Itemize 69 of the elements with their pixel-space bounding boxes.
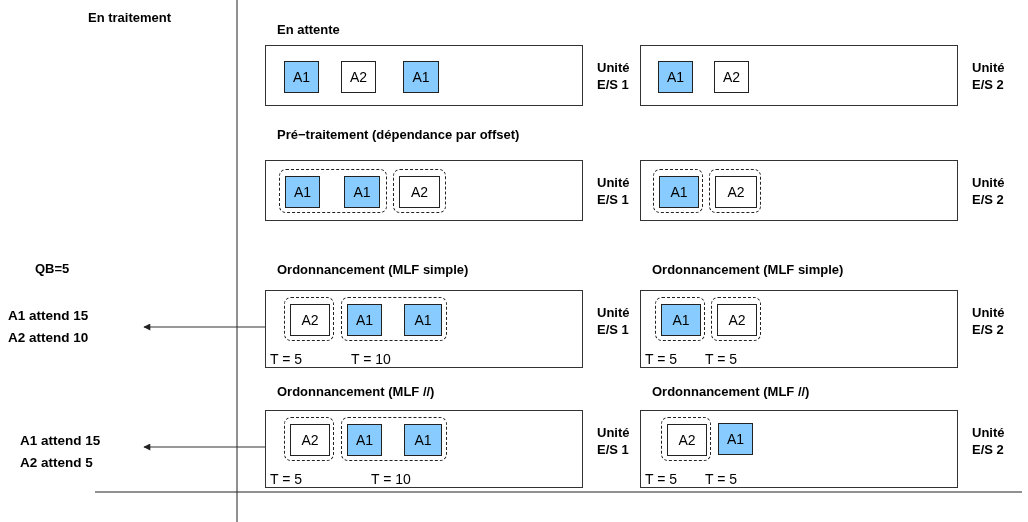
unit-label: Unité E/S 1 xyxy=(597,304,631,338)
unit-label: Unité E/S 1 xyxy=(597,424,631,458)
time-label: T = 5 xyxy=(645,351,678,367)
dashed-group-outline xyxy=(341,417,447,461)
dashed-group-outline xyxy=(393,169,446,213)
task-box: A1 xyxy=(404,304,442,336)
section-heading: Ordonnancement (MLF //) xyxy=(652,384,810,399)
time-label: T = 5 xyxy=(270,471,303,487)
dashed-group-outline xyxy=(661,417,711,461)
time-label: T = 5 xyxy=(705,351,738,367)
section-heading: Pré−traitement (dépendance par offset) xyxy=(277,127,520,142)
task-box: A1 xyxy=(344,176,380,208)
task-box: A2 xyxy=(341,61,376,93)
dashed-group-outline xyxy=(341,297,447,341)
unit-panel xyxy=(265,45,583,106)
task-box: A1 xyxy=(285,176,320,208)
wait-note: A2 attend 10 xyxy=(8,329,90,347)
unit-panel xyxy=(640,290,958,368)
dashed-group-outline xyxy=(279,169,387,213)
task-box: A2 xyxy=(714,61,749,93)
task-box: A1 xyxy=(347,424,382,456)
arrow xyxy=(143,443,266,451)
task-box: A1 xyxy=(284,61,319,93)
dashed-group-outline xyxy=(284,417,334,461)
unit-label: Unité E/S 2 xyxy=(972,59,1006,93)
unit-panel xyxy=(265,160,583,221)
task-box: A1 xyxy=(659,176,699,208)
time-label: T = 10 xyxy=(371,471,411,487)
unit-panel xyxy=(265,410,583,488)
wait-note: A1 attend 15 xyxy=(8,307,90,325)
task-box: A1 xyxy=(404,424,442,456)
unit-label: Unité E/S 1 xyxy=(597,174,631,208)
task-box: A2 xyxy=(290,304,330,336)
task-box: A1 xyxy=(718,423,753,455)
dashed-group-outline xyxy=(653,169,703,213)
unit-panel xyxy=(265,290,583,368)
unit-panel xyxy=(640,410,958,488)
time-label: T = 5 xyxy=(270,351,303,367)
task-box: A2 xyxy=(715,176,757,208)
unit-label: Unité E/S 2 xyxy=(972,424,1006,458)
section-heading: Ordonnancement (MLF simple) xyxy=(277,262,469,277)
dashed-group-outline xyxy=(655,297,705,341)
wait-note: A2 attend 5 xyxy=(20,454,94,472)
dashed-group-outline xyxy=(711,297,761,341)
section-heading: Ordonnancement (MLF //) xyxy=(277,384,435,399)
task-box: A2 xyxy=(399,176,440,208)
section-heading: En traitement xyxy=(88,10,172,25)
section-heading: En attente xyxy=(277,22,340,37)
task-box: A1 xyxy=(403,61,439,93)
task-box: A1 xyxy=(347,304,382,336)
task-box: A2 xyxy=(667,424,707,456)
task-box: A2 xyxy=(290,424,330,456)
task-box: A2 xyxy=(717,304,757,336)
task-box: A1 xyxy=(658,61,693,93)
dashed-group-outline xyxy=(284,297,334,341)
arrow xyxy=(143,323,266,331)
unit-label: Unité E/S 1 xyxy=(597,59,631,93)
time-label: T = 10 xyxy=(351,351,391,367)
unit-label: Unité E/S 2 xyxy=(972,174,1006,208)
unit-panel xyxy=(640,160,958,221)
time-label: T = 5 xyxy=(705,471,738,487)
section-heading: Ordonnancement (MLF simple) xyxy=(652,262,844,277)
parameter-label: QB=5 xyxy=(35,261,70,276)
unit-panel xyxy=(640,45,958,106)
unit-label: Unité E/S 2 xyxy=(972,304,1006,338)
dashed-group-outline xyxy=(709,169,761,213)
time-label: T = 5 xyxy=(645,471,678,487)
task-box: A1 xyxy=(661,304,701,336)
wait-note: A1 attend 15 xyxy=(20,432,102,450)
